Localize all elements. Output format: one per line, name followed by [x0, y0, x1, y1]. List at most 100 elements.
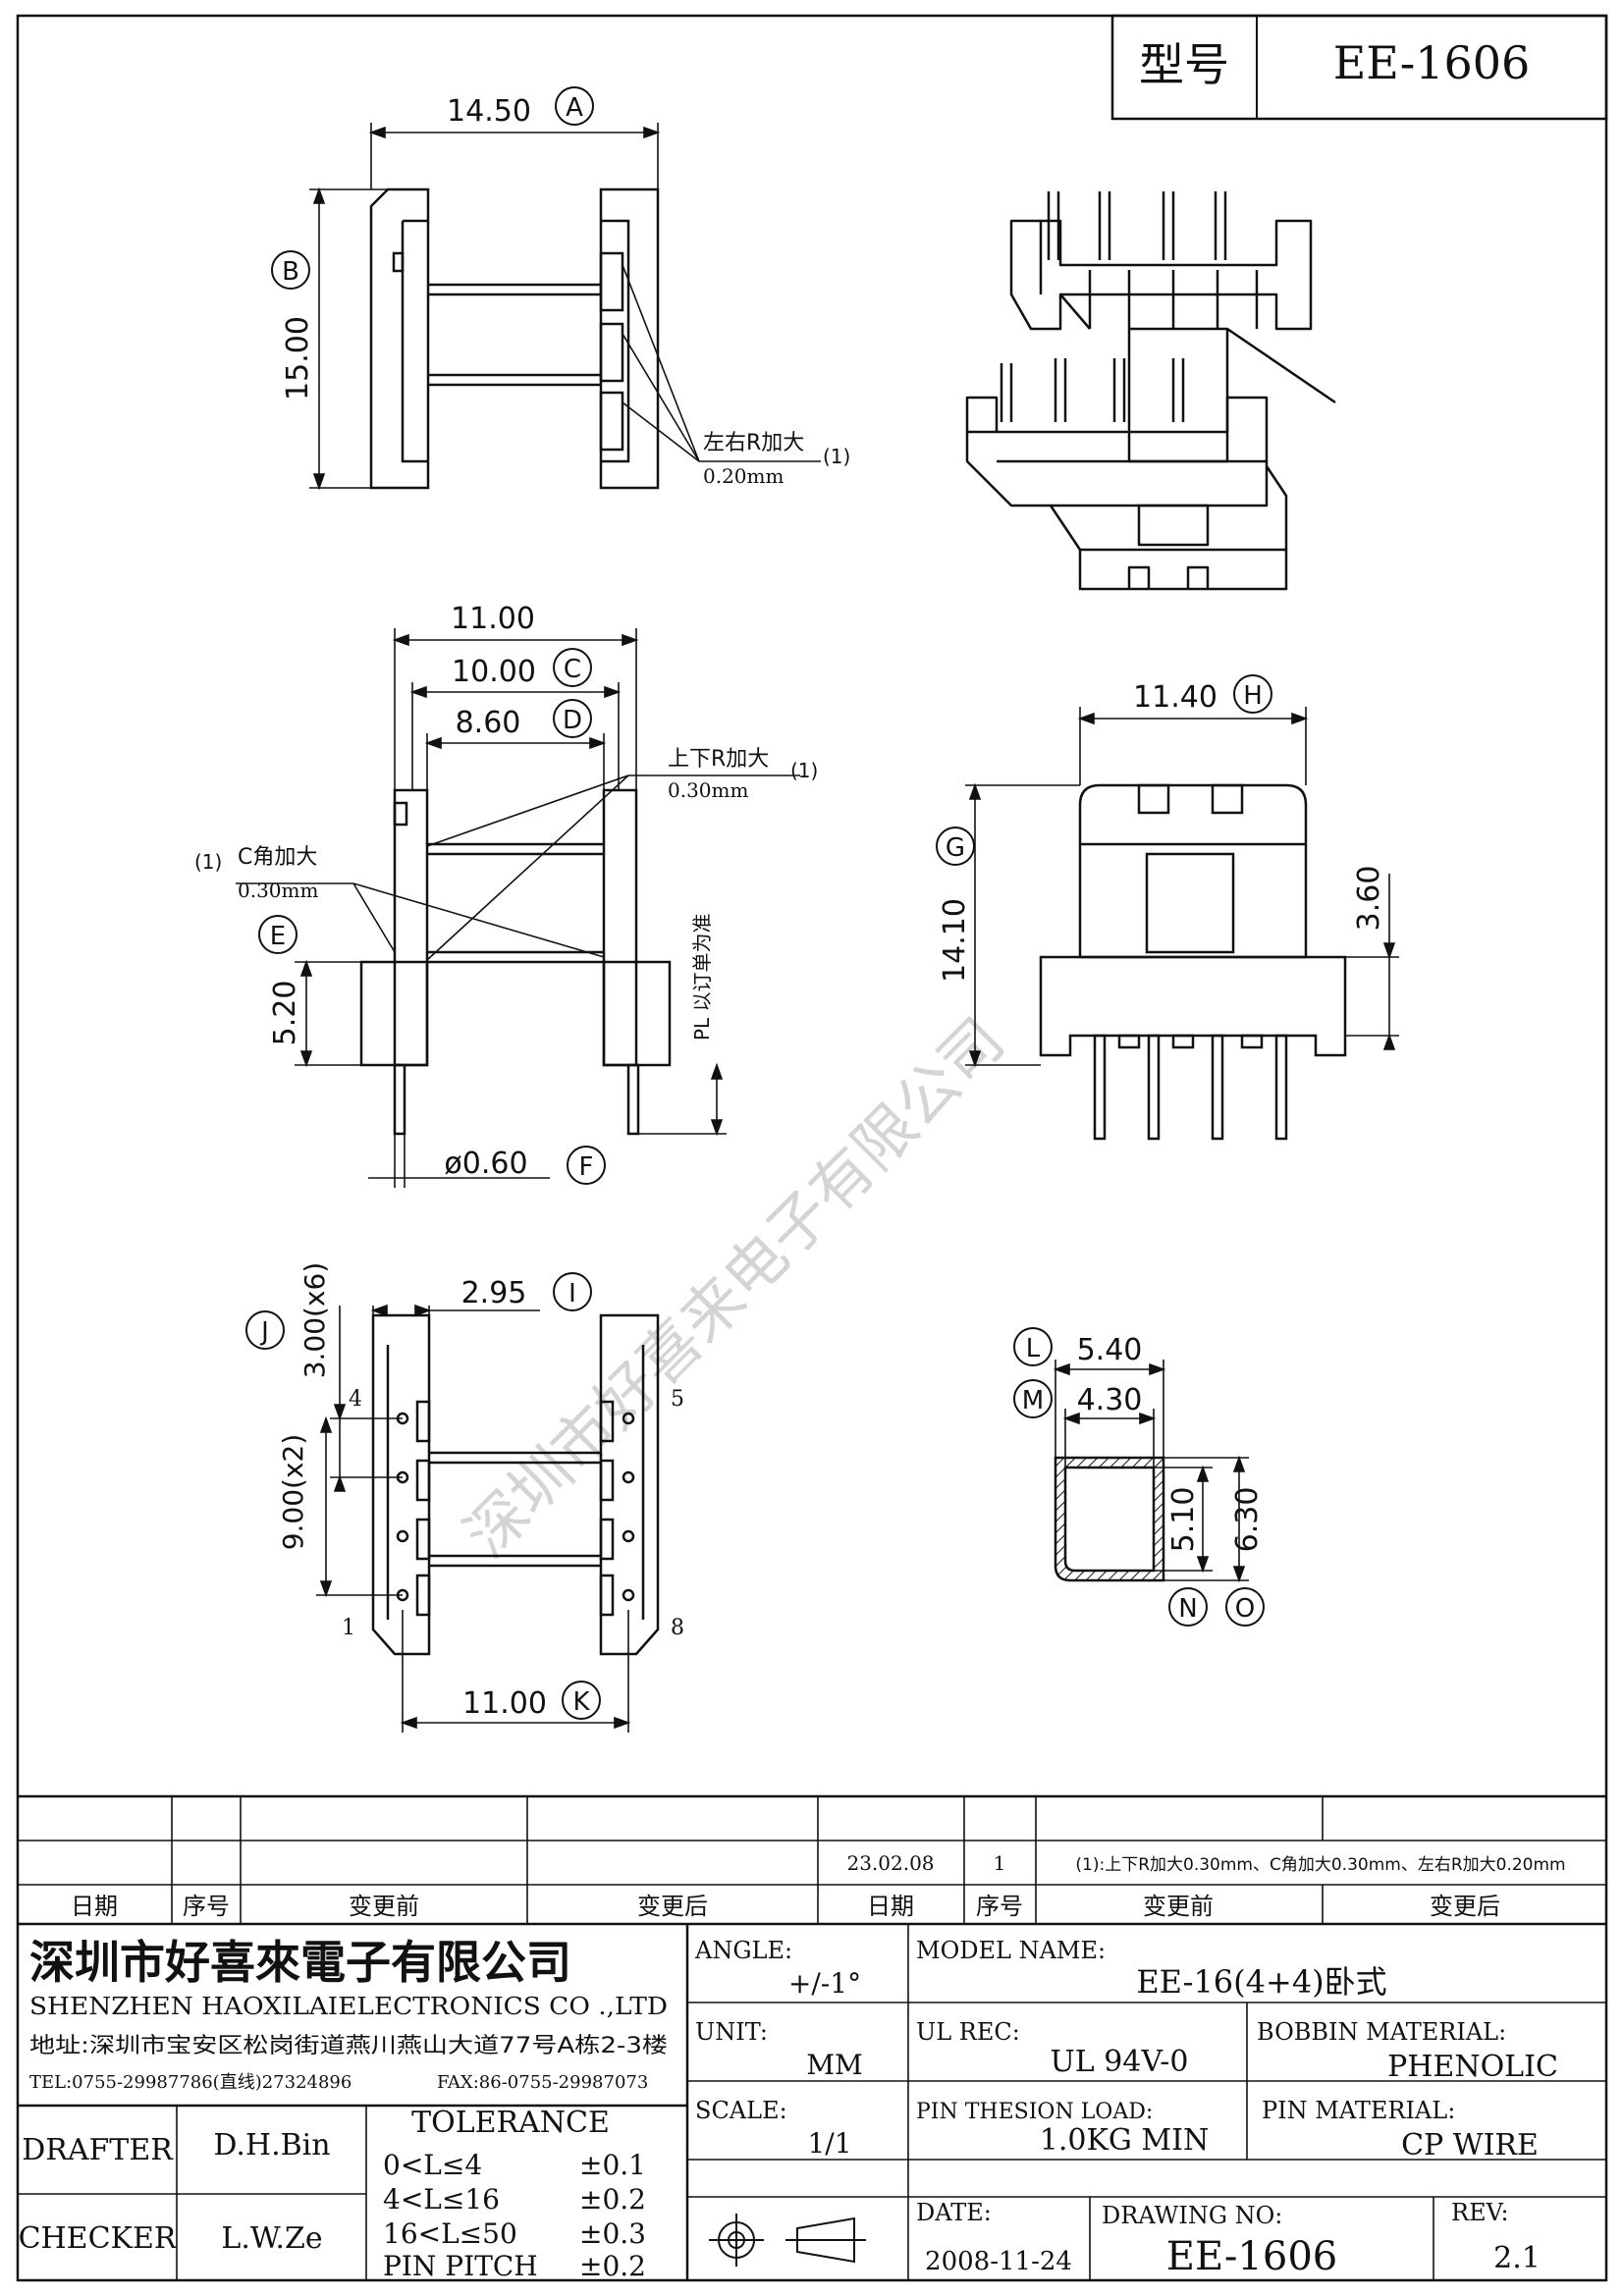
dim-K-tag-circle	[562, 1681, 601, 1720]
watermark: 深圳市好喜来电子有限公司	[451, 1004, 1018, 1572]
dim-I-tag: I	[568, 1279, 576, 1308]
dim-F-tag-circle	[567, 1146, 606, 1185]
dim-width-11: 11.00	[451, 602, 535, 636]
dim-E-tag-circle	[258, 915, 298, 954]
dim-F-value: ø0.60	[444, 1147, 527, 1181]
scale-label: SCALE:	[695, 2097, 787, 2124]
dim-A-tag: A	[566, 93, 583, 123]
tol2-val: ±0.2	[579, 2183, 646, 2216]
dim-H-value: 11.40	[1133, 680, 1217, 715]
dim-E-tag: E	[270, 922, 286, 951]
dim-C-value: 10.00	[452, 655, 536, 689]
note-ud-marker: (1)	[790, 759, 818, 782]
note-c-corner-val: 0.30mm	[238, 879, 318, 902]
tol1-range: 0<L≤4	[383, 2149, 482, 2181]
tol4-range: PIN PITCH	[383, 2250, 538, 2282]
pin-load-value: 1.0KG MIN	[1040, 2123, 1209, 2158]
date-value: 2008-11-24	[925, 2247, 1072, 2276]
view-front	[236, 628, 800, 1188]
rev-row-no: 1	[994, 1851, 1006, 1875]
note-pl: PL 以订单为准	[690, 913, 714, 1041]
model-value: EE-1606	[1333, 36, 1531, 89]
dim-J-tag-circle	[245, 1310, 285, 1350]
dim-J-value: 3.00(x6)	[298, 1262, 331, 1379]
rev-header-no-1: 序号	[183, 1893, 230, 1920]
dim-N-tag: N	[1178, 1594, 1197, 1624]
model-name-label: MODEL NAME:	[916, 1937, 1106, 1964]
drafter-label: DRAFTER	[22, 2133, 174, 2167]
dim-K-tag: K	[572, 1687, 590, 1717]
tol2-range: 4<L≤16	[383, 2183, 500, 2216]
dim-B-tag: B	[282, 257, 299, 287]
pin-load-label: PIN THESION LOAD:	[916, 2100, 1153, 2124]
rev-header-date-2: 日期	[867, 1893, 914, 1920]
dim-G-tag-circle	[936, 827, 975, 866]
unit-label: UNIT:	[695, 2018, 768, 2046]
model-title-box: 型号 EE-1606	[1110, 14, 1608, 121]
rev-header-after-2: 变更后	[1430, 1893, 1500, 1920]
dim-N-tag-circle	[1168, 1587, 1208, 1627]
angle-label: ANGLE:	[694, 1937, 792, 1964]
company-name-en: SHENZHEN HAOXILAIELECTRONICS CO .,LTD	[29, 1993, 668, 2020]
dim-A-tag-circle	[555, 86, 594, 126]
drawing-no-label: DRAWING NO:	[1102, 2202, 1282, 2229]
dim-L-tag: L	[1026, 1334, 1041, 1363]
dim-N-value: 5.10	[1166, 1487, 1201, 1553]
tol3-range: 16<L≤50	[383, 2217, 517, 2250]
note-ud-radius-val: 0.30mm	[668, 778, 748, 802]
tol3-val: ±0.3	[579, 2217, 646, 2250]
ul-value: UL 94V-0	[1050, 2045, 1188, 2079]
dim-O-value: 6.30	[1230, 1487, 1265, 1553]
dim-L-value: 5.40	[1077, 1333, 1143, 1367]
note-lr-radius: 左右R加大	[703, 431, 804, 455]
ul-label: UL REC:	[916, 2018, 1020, 2046]
note-c-corner: C角加大	[238, 845, 317, 870]
pin-mat-label: PIN MATERIAL:	[1262, 2097, 1455, 2124]
dim-E-value: 5.20	[268, 981, 302, 1046]
dim-K-value: 11.00	[462, 1686, 547, 1721]
pin-8-label: 8	[671, 1616, 684, 1640]
dim-pitch-9: 9.00(x2)	[277, 1434, 309, 1551]
dim-L-tag-circle	[1013, 1327, 1053, 1366]
dim-D-value: 8.60	[456, 706, 521, 740]
rev-label: REV:	[1451, 2199, 1509, 2226]
pin-mat-value: CP WIRE	[1401, 2128, 1539, 2163]
dim-D-tag: D	[563, 706, 582, 735]
note-c-marker: (1)	[194, 850, 222, 874]
dim-O-tag: O	[1235, 1594, 1255, 1624]
rev-header-before-1: 变更前	[349, 1893, 419, 1920]
dim-F-tag: F	[579, 1152, 594, 1182]
model-label: 型号	[1139, 38, 1229, 91]
tol4-val: ±0.2	[579, 2250, 646, 2282]
checker-value: L.W.Ze	[221, 2221, 322, 2256]
dim-H-tag-circle	[1233, 674, 1272, 714]
rev-header-no-2: 序号	[976, 1893, 1023, 1920]
dim-I-value: 2.95	[461, 1276, 527, 1310]
pin-4-label: 4	[349, 1387, 362, 1412]
dim-J-tag: J	[259, 1317, 269, 1347]
checker-label: CHECKER	[19, 2221, 178, 2256]
dim-A-value: 14.50	[447, 94, 531, 129]
scale-value: 1/1	[807, 2127, 851, 2160]
sheet-border	[16, 14, 1608, 2282]
dim-B-tag-circle	[271, 250, 310, 290]
drawing-no-value: EE-1606	[1166, 2234, 1337, 2279]
title-block-grid	[18, 1924, 1606, 2280]
note-lr-radius-val: 0.20mm	[703, 464, 784, 488]
tol1-val: ±0.1	[579, 2149, 646, 2181]
dim-G-tag: G	[946, 833, 965, 863]
rev-header-before-2: 变更前	[1143, 1893, 1214, 1920]
rev-header-date-1: 日期	[71, 1893, 118, 1920]
rev-value: 2.1	[1493, 2241, 1541, 2275]
pin-1-label: 1	[342, 1616, 355, 1640]
dim-B-value: 15.00	[281, 316, 315, 400]
rev-row-text: (1):上下R加大0.30mm、C角加大0.30mm、左右R加大0.20mm	[1075, 1855, 1565, 1875]
company-tel: TEL:0755-29987786(直线)27324896	[29, 2072, 352, 2093]
model-name-value: EE-16(4+4)卧式	[1136, 1963, 1386, 2001]
view-top-side	[309, 123, 821, 491]
dim-M-value: 4.30	[1077, 1383, 1143, 1417]
dim-M-tag: M	[1022, 1386, 1044, 1415]
projection-symbol	[709, 2214, 866, 2267]
revision-table	[18, 1794, 1606, 1926]
